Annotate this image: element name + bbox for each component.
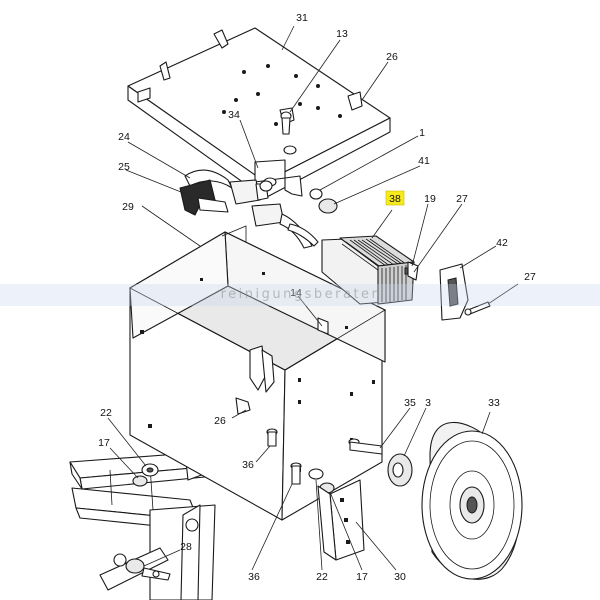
battery-tray [128, 225, 387, 521]
cable-connectors [179, 169, 319, 249]
callout-14: 14 [290, 287, 302, 299]
callout-22-bottom: 22 [316, 571, 328, 583]
callout-27-right: 27 [524, 271, 536, 283]
callout-31: 31 [296, 12, 308, 24]
callout-1: 1 [419, 127, 425, 139]
callout-38-highlight [385, 190, 405, 206]
hardware-parts [125, 111, 491, 581]
callout-17-left: 17 [98, 437, 110, 449]
callout-36-lower: 36 [248, 571, 260, 583]
callout-34: 34 [228, 109, 240, 121]
callout-25: 25 [118, 161, 130, 173]
callout-42: 42 [496, 237, 508, 249]
callout-17-bottom: 17 [356, 571, 368, 583]
callout-35: 35 [404, 397, 416, 409]
top-lid [127, 27, 391, 199]
callout-labels: 31 13 26 34 1 24 41 25 38 19 27 29 42 27… [98, 12, 536, 583]
wheel-assembly [387, 422, 523, 580]
callout-3: 3 [425, 397, 431, 409]
callout-19: 19 [424, 193, 436, 205]
callout-13: 13 [336, 28, 348, 40]
callout-26-bottom: 26 [214, 415, 226, 427]
callout-33: 33 [488, 397, 500, 409]
callout-27-top: 27 [456, 193, 468, 205]
callout-30: 30 [394, 571, 406, 583]
leader-lines [107, 25, 519, 571]
callout-24: 24 [118, 131, 130, 143]
watermark: reinigungsberater [220, 287, 380, 302]
callout-29: 29 [122, 201, 134, 213]
battery-block [321, 235, 415, 305]
mounting-bracket [317, 479, 365, 561]
callout-41: 41 [418, 155, 430, 167]
callout-38: 38 [389, 193, 401, 205]
callout-26-top: 26 [386, 51, 398, 63]
callout-28: 28 [180, 541, 192, 553]
callout-22-left: 22 [100, 407, 112, 419]
watermark-band [0, 284, 600, 306]
callout-36-upper: 36 [242, 459, 254, 471]
